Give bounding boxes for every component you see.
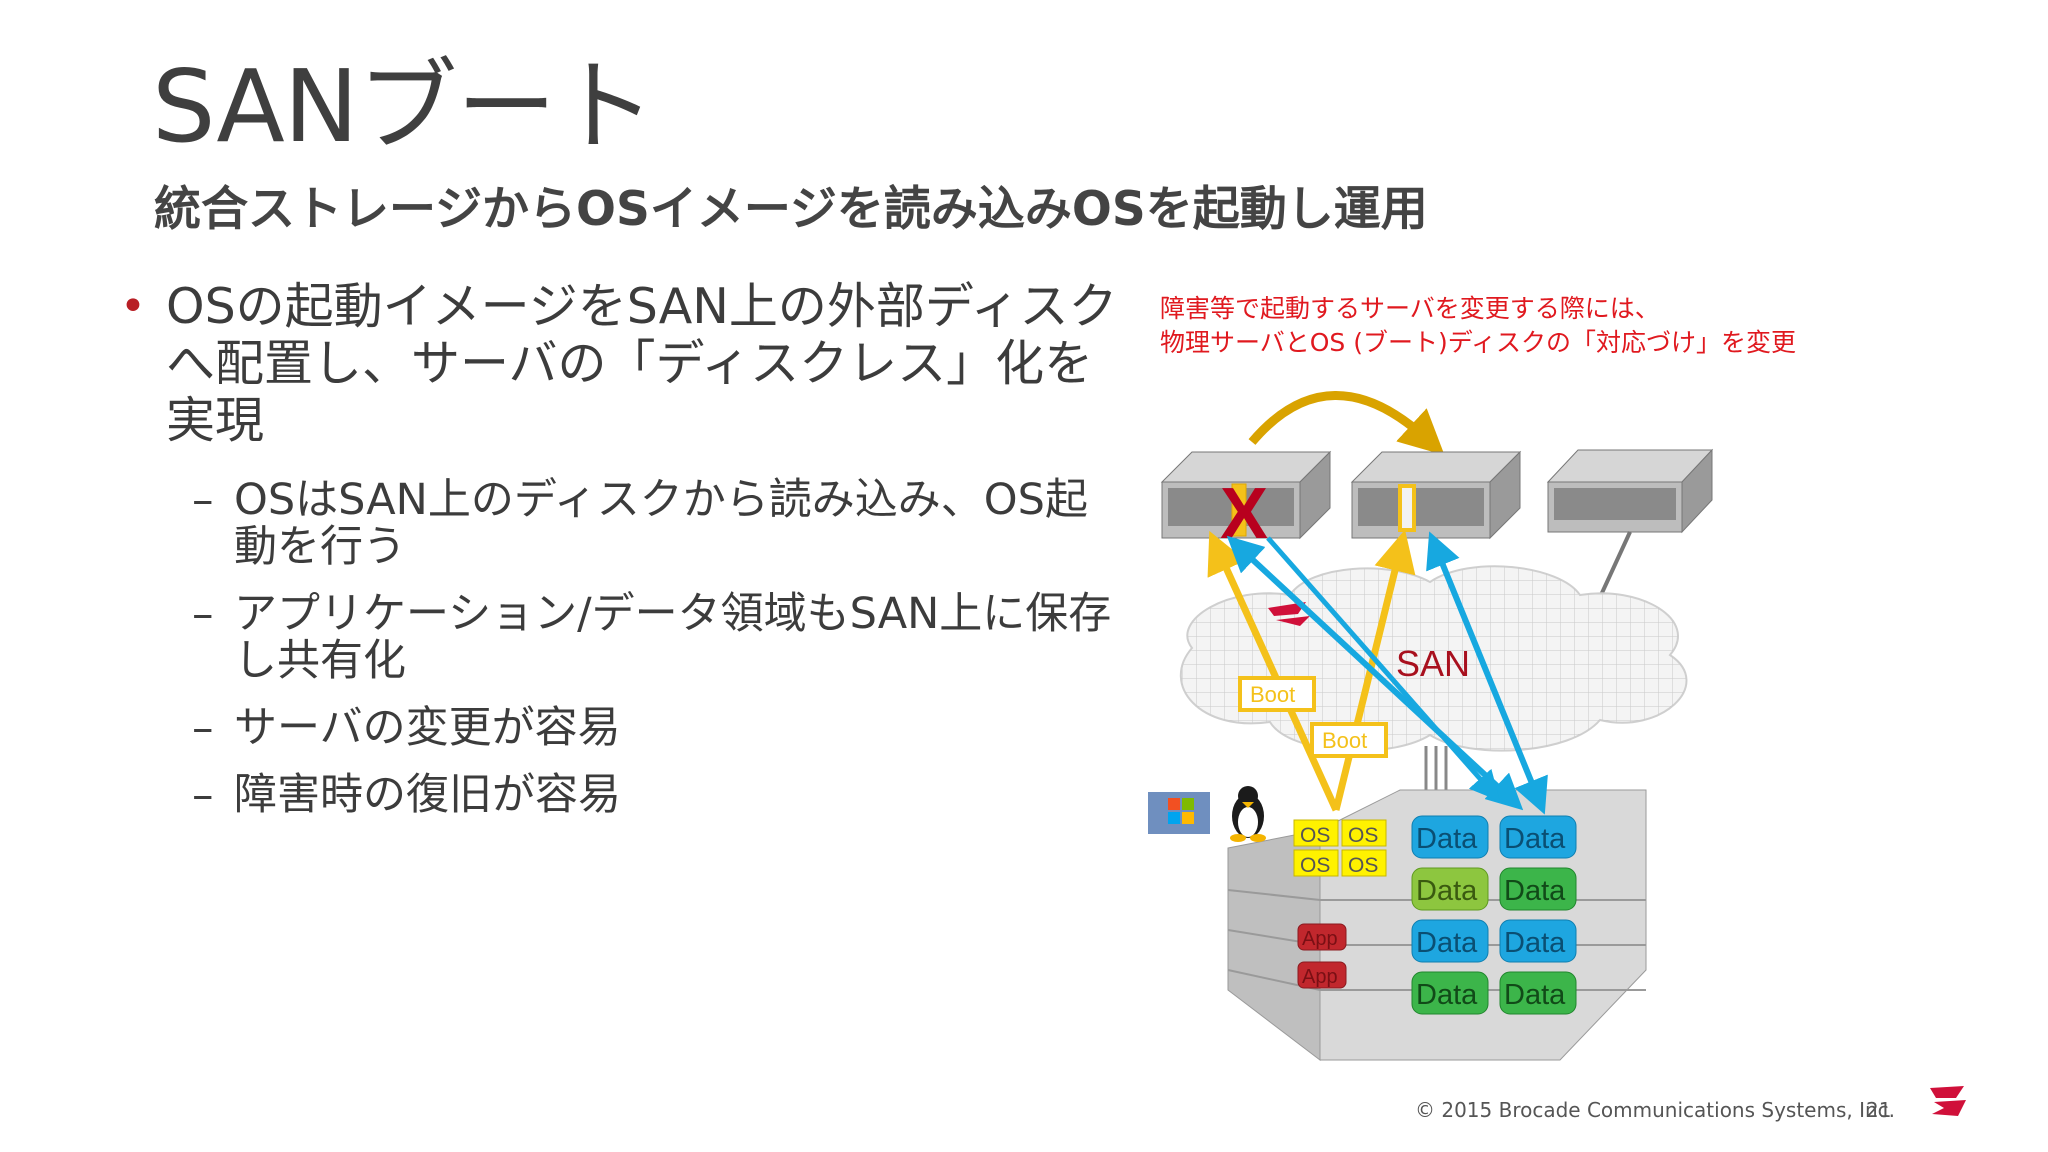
- page-number: 21: [1866, 1098, 1892, 1122]
- sub-bullet-item: – アプリケーション/データ領域もSAN上に保存し共有化: [192, 591, 1120, 685]
- data-disk-label: Data: [1504, 979, 1566, 1011]
- app-disk-label: App: [1302, 928, 1338, 950]
- san-label: SAN: [1396, 643, 1470, 684]
- boot-label: Boot: [1322, 728, 1367, 753]
- bullet-main-text: OSの起動イメージをSAN上の外部ディスクへ配置し、サーバの「ディスクレス」化を…: [166, 278, 1118, 449]
- data-disk-label: Data: [1504, 875, 1566, 907]
- sub-bullet-text: サーバの変更が容易: [234, 703, 621, 753]
- sub-bullet-text: OSはSAN上のディスクから読み込み、OS起動を行う: [234, 475, 1088, 572]
- server-rack-failed: X: [1160, 450, 1332, 554]
- bullet-list: • OSの起動イメージをSAN上の外部ディスクへ配置し、サーバの「ディスクレス」…: [120, 278, 1120, 839]
- dash-marker: –: [192, 475, 214, 525]
- data-disk-group: Data Data Data Data Data Data Data Data: [1411, 815, 1577, 1015]
- sub-bullet-list: – OSはSAN上のディスクから読み込み、OS起動を行う – アプリケーション/…: [120, 477, 1120, 819]
- bullet-main-item: • OSの起動イメージをSAN上の外部ディスクへ配置し、サーバの「ディスクレス」…: [120, 278, 1120, 449]
- brocade-logo-icon: [1930, 1086, 1966, 1116]
- failed-mark: X: [1220, 474, 1268, 554]
- data-disk-label: Data: [1416, 979, 1478, 1011]
- data-arrow: [1426, 531, 1548, 815]
- sub-bullet-text: 障害時の復旧が容易: [234, 770, 621, 820]
- sub-bullet-item: – 障害時の復旧が容易: [192, 772, 1120, 819]
- sub-bullet-item: – サーバの変更が容易: [192, 705, 1120, 752]
- app-disk-group: App App: [1297, 923, 1347, 989]
- app-disk-label: App: [1302, 966, 1338, 988]
- slide-title: SANブート: [152, 48, 656, 165]
- os-disk-label: OS: [1348, 854, 1378, 877]
- copyright-text: © 2015 Brocade Communications Systems, I…: [1415, 1098, 1896, 1122]
- annotation-line-2: 物理サーバとOS (ブート)ディスクの「対応づけ」を変更: [1160, 328, 1797, 357]
- linux-penguin-icon: [1230, 786, 1266, 842]
- server-rack-standby: [1350, 450, 1522, 540]
- dash-marker: –: [192, 703, 214, 753]
- dash-marker: –: [192, 589, 214, 639]
- server-rack-other: [1546, 448, 1714, 534]
- data-disk-label: Data: [1504, 823, 1566, 855]
- os-disk-group: OS OS OS OS: [1293, 819, 1387, 877]
- sub-bullet-text: アプリケーション/データ領域もSAN上に保存し共有化: [234, 589, 1112, 686]
- os-disk-label: OS: [1348, 824, 1378, 847]
- san-boot-diagram: X SAN: [1148, 391, 1714, 1062]
- sub-bullet-item: – OSはSAN上のディスクから読み込み、OS起動を行う: [192, 477, 1120, 571]
- data-disk-label: Data: [1416, 875, 1478, 907]
- os-disk-label: OS: [1300, 824, 1330, 847]
- boot-label-box: Boot: [1238, 676, 1316, 712]
- bullet-marker: •: [120, 281, 146, 332]
- dash-marker: –: [192, 770, 214, 820]
- os-disk-label: OS: [1300, 854, 1330, 877]
- red-annotation: 障害等で起動するサーバを変更する際には、 物理サーバとOS (ブート)ディスクの…: [1160, 292, 1796, 360]
- annotation-line-1: 障害等で起動するサーバを変更する際には、: [1160, 294, 1660, 323]
- windows-logo-icon: [1148, 792, 1210, 834]
- swap-arrow: [1248, 391, 1445, 456]
- data-disk-label: Data: [1504, 927, 1566, 959]
- data-arrow: [1266, 536, 1500, 802]
- data-disk-label: Data: [1416, 927, 1478, 959]
- boot-label: Boot: [1250, 682, 1295, 707]
- slide-subtitle: 統合ストレージからOSイメージを読み込みOSを起動し運用: [154, 182, 1428, 237]
- data-disk-label: Data: [1416, 823, 1478, 855]
- boot-label-box: Boot: [1310, 722, 1388, 758]
